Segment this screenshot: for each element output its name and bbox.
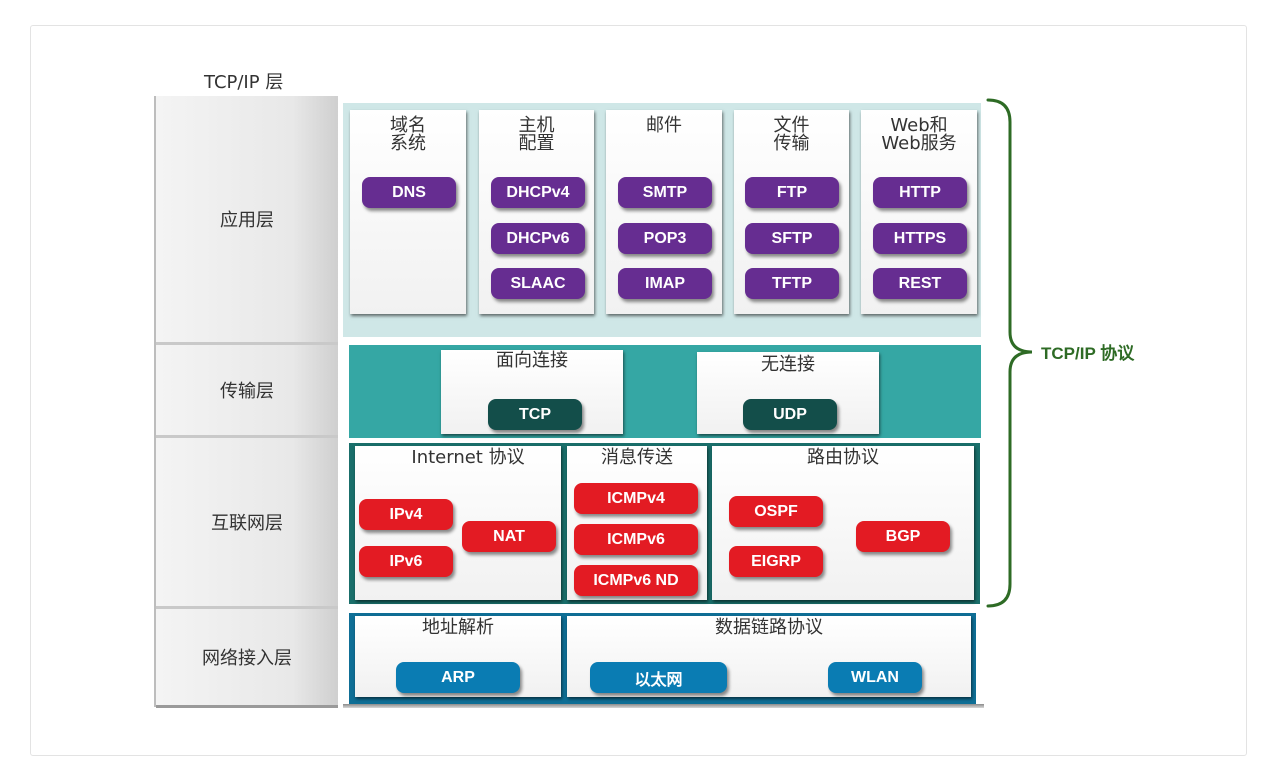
diagram-bottom-edge [343, 704, 984, 708]
protocol-pill-https: HTTPS [873, 223, 967, 254]
internet-group-messaging-title: 消息传送 [601, 447, 673, 468]
layers-header-title: TCP/IP 层 [204, 72, 284, 93]
protocol-pill-dhcpv6: DHCPv6 [491, 223, 585, 254]
layer-internet-label: 互联网层 [211, 513, 283, 534]
protocol-pill-ethernet: 以太网 [590, 662, 727, 693]
app-group-file-transfer-title-2: 传输 [773, 133, 810, 154]
layer-internet: 互联网层 [156, 438, 338, 609]
protocol-pill-icmpv6-nd: ICMPv6 ND [574, 565, 698, 596]
layer-network-access-label: 网络接入层 [202, 648, 292, 669]
transport-group-connection-oriented-title: 面向连接 [496, 350, 568, 371]
protocol-pill-icmpv4: ICMPv4 [574, 483, 698, 514]
layer-column-edge [154, 96, 156, 707]
app-group-host-config-title-2: 配置 [518, 133, 555, 154]
protocol-pill-udp: UDP [743, 399, 837, 430]
protocol-pill-icmpv6: ICMPv6 [574, 524, 698, 555]
layer-network-access: 网络接入层 [156, 609, 338, 708]
protocol-pill-wlan: WLAN [828, 662, 922, 693]
protocol-pill-http: HTTP [873, 177, 967, 208]
protocol-pill-ftp: FTP [745, 177, 839, 208]
protocol-pill-dhcpv4: DHCPv4 [491, 177, 585, 208]
protocol-pill-arp: ARP [396, 662, 520, 693]
app-group-dns: 域名 系统 [350, 110, 466, 314]
app-group-host-config-title-1: 主机 [518, 115, 555, 136]
protocol-pill-tcp: TCP [488, 399, 582, 430]
protocol-pill-imap: IMAP [618, 268, 712, 299]
internet-group-ip-title: Internet 协议 [411, 447, 525, 468]
protocol-pill-smtp: SMTP [618, 177, 712, 208]
protocol-pill-ipv6: IPv6 [359, 546, 453, 577]
transport-group-connectionless-title: 无连接 [761, 354, 815, 375]
protocol-pill-ospf: OSPF [729, 496, 823, 527]
protocol-pill-nat: NAT [462, 521, 556, 552]
protocol-pill-tftp: TFTP [745, 268, 839, 299]
protocol-pill-bgp: BGP [856, 521, 950, 552]
network-group-address-resolution-title: 地址解析 [422, 617, 494, 638]
transport-group-connectionless: 无连接 [697, 352, 879, 434]
protocol-pill-pop3: POP3 [618, 223, 712, 254]
app-group-dns-title-2: 系统 [390, 133, 426, 154]
app-group-web-title-2: Web服务 [881, 133, 957, 154]
protocol-pill-rest: REST [873, 268, 967, 299]
protocol-pill-sftp: SFTP [745, 223, 839, 254]
protocol-pill-ipv4: IPv4 [359, 499, 453, 530]
app-group-mail-title-1: 邮件 [646, 115, 682, 136]
protocol-pill-slaac: SLAAC [491, 268, 585, 299]
protocol-brace-icon [986, 98, 1033, 608]
layer-application: 应用层 [156, 96, 338, 345]
internet-group-routing-title: 路由协议 [807, 447, 879, 468]
brace-label: TCP/IP 协议 [1041, 344, 1135, 363]
protocol-pill-dns: DNS [362, 177, 456, 208]
protocol-pill-eigrp: EIGRP [729, 546, 823, 577]
app-group-dns-title-1: 域名 [390, 115, 426, 136]
app-group-web-title-1: Web和 [890, 115, 948, 136]
app-group-file-transfer-title-1: 文件 [773, 115, 810, 136]
layer-transport-label: 传输层 [220, 381, 274, 402]
layer-application-label: 应用层 [220, 210, 274, 231]
layer-transport: 传输层 [156, 345, 338, 438]
network-group-data-link-title: 数据链路协议 [715, 617, 823, 638]
